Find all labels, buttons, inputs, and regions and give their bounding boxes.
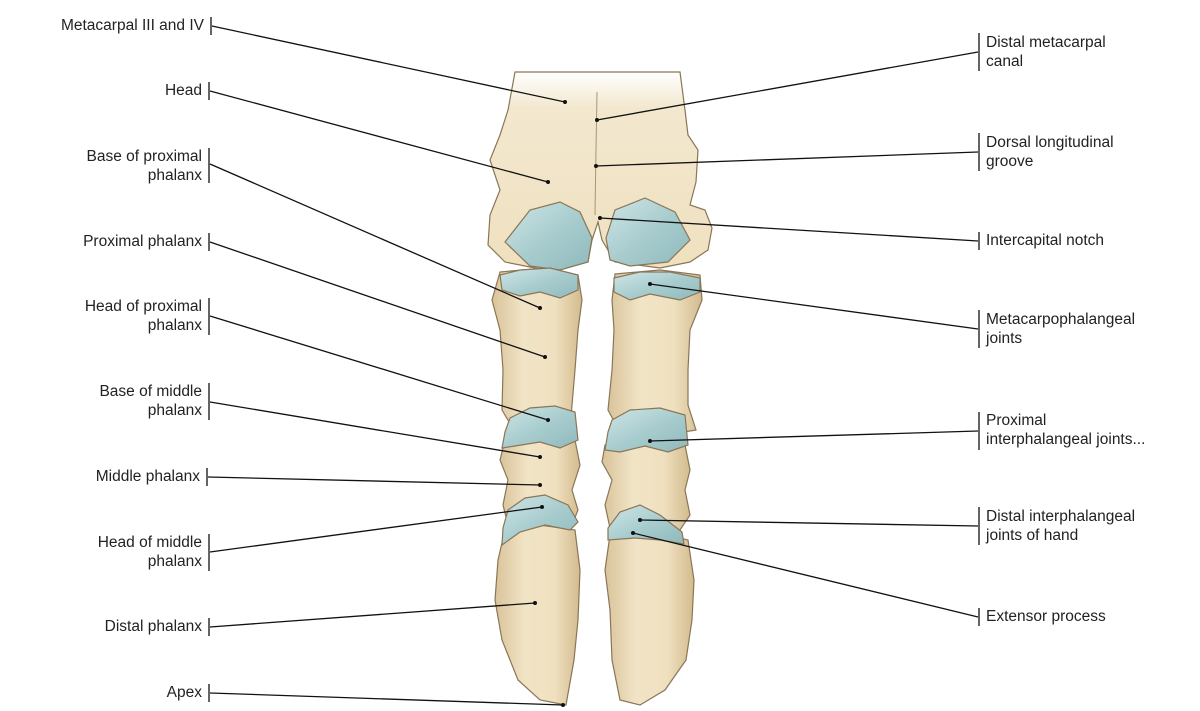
right-mcp-cartilage bbox=[614, 272, 700, 300]
label-distal-metacarpal-canal: Distal metacarpal canal bbox=[986, 33, 1106, 71]
label-apex: Apex bbox=[167, 683, 202, 702]
label-extensor-process: Extensor process bbox=[986, 607, 1106, 626]
label-metacarpal: Metacarpal III and IV bbox=[61, 16, 204, 35]
leader-distal-phalanx bbox=[210, 603, 535, 627]
label-proximal-phalanx: Proximal phalanx bbox=[83, 232, 202, 251]
left-distal-phalanx bbox=[495, 525, 580, 705]
label-head-middle-phalanx: Head of middle phalanx bbox=[98, 533, 202, 571]
leader-mid-phalanx bbox=[208, 477, 540, 485]
label-middle-phalanx: Middle phalanx bbox=[96, 467, 200, 486]
label-dorsal-longitudinal-groove: Dorsal longitudinal groove bbox=[986, 133, 1114, 171]
label-proximal-interphalangeal-joints: Proximal interphalangeal joints... bbox=[986, 411, 1145, 449]
leader-head-mid bbox=[210, 507, 542, 552]
leader-metacarpal bbox=[212, 26, 565, 102]
label-head-proximal-phalanx: Head of proximal phalanx bbox=[85, 297, 202, 335]
leader-pip bbox=[650, 431, 978, 441]
leader-base-mid bbox=[210, 402, 540, 457]
right-distal-phalanx bbox=[605, 530, 694, 705]
leader-apex bbox=[210, 693, 563, 705]
label-base-proximal-phalanx: Base of proximal phalanx bbox=[87, 147, 202, 185]
label-metacarpophalangeal-joints: Metacarpophalangeal joints bbox=[986, 310, 1135, 348]
leader-dip bbox=[640, 520, 978, 526]
label-distal-interphalangeal-joints: Distal interphalangeal joints of hand bbox=[986, 507, 1135, 545]
label-intercapital-notch: Intercapital notch bbox=[986, 231, 1104, 250]
leader-head bbox=[210, 91, 548, 182]
label-distal-phalanx: Distal phalanx bbox=[105, 617, 202, 636]
leader-head-prox bbox=[210, 316, 548, 420]
label-head: Head bbox=[165, 81, 202, 100]
bone-illustration bbox=[488, 72, 712, 705]
label-base-middle-phalanx: Base of middle phalanx bbox=[99, 382, 202, 420]
